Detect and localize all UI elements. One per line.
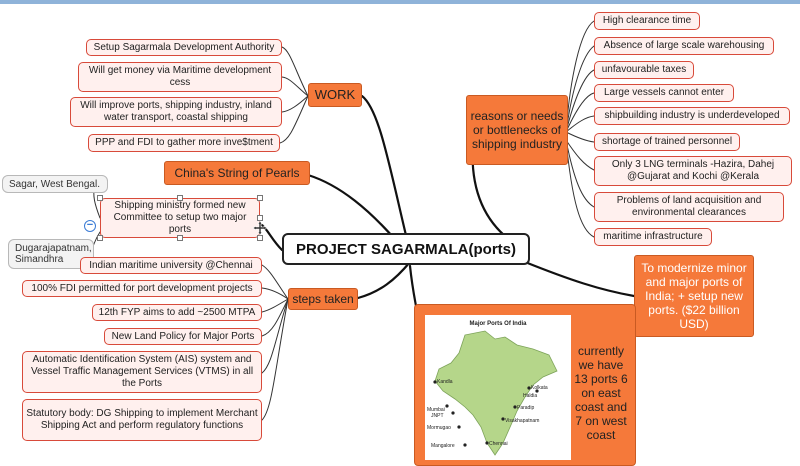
selection-handle[interactable]	[97, 195, 103, 201]
branch-china-string-of-pearls[interactable]: China's String of Pearls	[164, 161, 310, 185]
ministry-committee-node[interactable]: Shipping ministry formed new Committee t…	[100, 198, 260, 238]
window-top-edge	[0, 0, 800, 4]
reason-large-vessels[interactable]: Large vessels cannot enter	[594, 84, 734, 102]
selection-handle[interactable]	[257, 195, 263, 201]
reason-lng-terminals[interactable]: Only 3 LNG terminals -Hazira, Dahej @Guj…	[594, 156, 792, 186]
branch-work[interactable]: WORK	[308, 83, 362, 107]
map-label: JNPT	[431, 413, 444, 419]
map-label: Visakhapatnam	[505, 418, 540, 424]
map-label: Kandla	[437, 379, 453, 385]
map-label: Haldia	[523, 393, 538, 399]
steps-item-land-policy[interactable]: New Land Policy for Major Ports	[104, 328, 262, 345]
reason-maritime-infrastructure[interactable]: maritime infrastructure	[594, 228, 712, 246]
selection-handle[interactable]	[97, 235, 103, 241]
steps-item-maritime-university[interactable]: Indian maritime university @Chennai	[80, 257, 262, 274]
map-label: Mangalore	[431, 443, 455, 449]
collapse-toggle-icon[interactable]: −	[84, 220, 96, 232]
work-item-cess[interactable]: Will get money via Maritime development …	[78, 62, 282, 92]
steps-item-fyp[interactable]: 12th FYP aims to add ~2500 MTPA	[92, 304, 262, 321]
map-title: Major Ports Of India	[469, 321, 527, 327]
reason-taxes[interactable]: unfavourable taxes	[594, 61, 694, 79]
work-item-ppp[interactable]: PPP and FDI to gather more inve$tment	[88, 134, 280, 152]
reason-trained-personnel[interactable]: shortage of trained personnel	[594, 133, 740, 151]
work-item-authority[interactable]: Setup Sagarmala Development Authority	[86, 39, 282, 56]
move-cursor-icon	[252, 220, 268, 236]
work-item-improve[interactable]: Will improve ports, shipping industry, i…	[70, 97, 282, 127]
steps-item-ais-vtms[interactable]: Automatic Identification System (AIS) sy…	[22, 351, 262, 393]
selection-handle[interactable]	[177, 235, 183, 241]
central-topic-project-sagarmala[interactable]: PROJECT SAGARMALA(ports)	[282, 233, 530, 265]
branch-steps-taken[interactable]: steps taken	[288, 288, 358, 310]
reason-land-acquisition[interactable]: Problems of land acquisition and environ…	[594, 192, 784, 222]
ports-count-text: currently we have 13 ports 6 on east coa…	[574, 344, 628, 442]
branch-goal-modernize[interactable]: To modernize minor and major ports of In…	[634, 255, 754, 337]
reason-warehousing[interactable]: Absence of large scale warehousing	[594, 37, 774, 55]
map-label: Mormugao	[427, 425, 451, 431]
branch-reasons[interactable]: reasons or needs or bottlenecks of shipp…	[466, 95, 568, 165]
reason-shipbuilding[interactable]: shipbuilding industry is underdeveloped	[594, 107, 790, 125]
reason-clearance-time[interactable]: High clearance time	[594, 12, 700, 30]
india-ports-map-image: Major Ports Of India Kandla Mumbai JNPT …	[425, 315, 571, 460]
selection-handle[interactable]	[177, 195, 183, 201]
india-map-shape	[433, 330, 558, 456]
map-label: Paradip	[517, 405, 535, 411]
map-label: Kolkata	[531, 385, 548, 391]
steps-item-dg-shipping[interactable]: Statutory body: DG Shipping to implement…	[22, 399, 262, 441]
steps-item-fdi[interactable]: 100% FDI permitted for port development …	[22, 280, 262, 297]
port-sagar[interactable]: Sagar, West Bengal.	[2, 175, 108, 193]
port-dugarajapatnam[interactable]: Dugarajapatnam, Simandhra	[8, 239, 94, 269]
map-label: Mumbai	[427, 407, 445, 413]
map-label: Chennai	[489, 441, 508, 447]
